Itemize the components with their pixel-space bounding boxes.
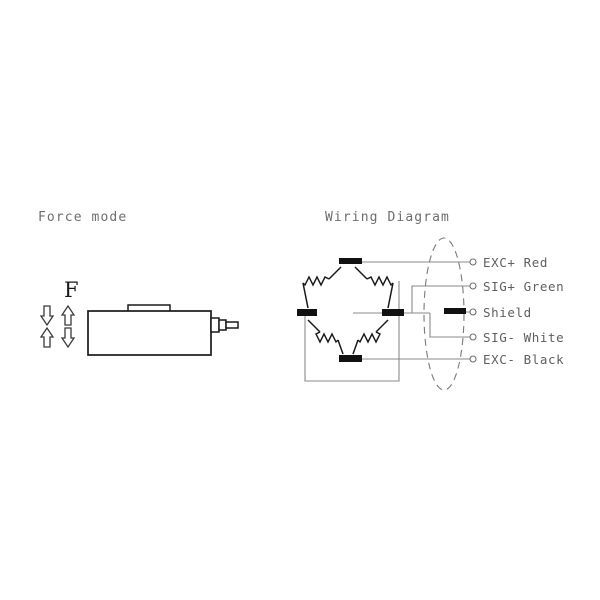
shield-bar-marker (444, 308, 466, 314)
bridge-resistor-bottom-left (307, 319, 344, 355)
terminal-dot-icon[interactable] (469, 282, 477, 290)
up-arrow-icon (60, 304, 76, 326)
bridge-node-top (339, 258, 362, 264)
arrow-bottom-right (60, 327, 76, 349)
up-arrow-icon (39, 326, 55, 348)
terminal-list: EXC+ Red SIG+ Green Shield SIG- White EX (469, 255, 564, 367)
wiring-diagram-panel: Wiring Diagram (297, 210, 564, 391)
connector-collar (218, 319, 227, 331)
force-mode-panel: Force mode F (38, 210, 239, 356)
load-cell-cable-connector (210, 317, 239, 333)
bridge-node-right (382, 309, 404, 316)
connector-stub (225, 321, 239, 329)
bridge-node-bottom (339, 355, 362, 362)
terminal-sig-neg[interactable]: SIG- White (469, 330, 564, 345)
terminal-label: SIG- White (483, 330, 564, 345)
terminal-label: EXC+ Red (483, 255, 548, 270)
terminal-dot-icon[interactable] (469, 333, 477, 341)
down-arrow-icon (60, 327, 76, 349)
connector-flange (210, 317, 220, 333)
force-symbol-label: F (64, 278, 79, 302)
terminal-dot-icon[interactable] (469, 355, 477, 363)
terminal-label: EXC- Black (483, 352, 564, 367)
terminal-dot-icon[interactable] (469, 308, 477, 316)
terminal-label: Shield (483, 305, 532, 320)
bridge-resistor-top-left (302, 266, 342, 309)
arrow-top-right (60, 304, 76, 326)
wiring-diagram-title: Wiring Diagram (325, 210, 450, 225)
terminal-label: SIG+ Green (483, 279, 564, 294)
wire-sig-pos (411, 285, 470, 313)
force-mode-title: Force mode (38, 210, 127, 225)
wire-left-node-return (304, 281, 400, 382)
terminal-exc-pos[interactable]: EXC+ Red (469, 255, 548, 270)
terminal-dot-icon[interactable] (469, 258, 477, 266)
bridge-resistor-top-right (354, 266, 394, 309)
bridge-node-left (297, 309, 317, 316)
down-arrow-icon (39, 305, 55, 327)
wire-sig-neg (429, 313, 470, 338)
terminal-sig-pos[interactable]: SIG+ Green (469, 279, 564, 294)
wheatstone-bridge (297, 258, 404, 362)
terminal-shield[interactable]: Shield (469, 305, 532, 320)
arrow-top-left (39, 305, 55, 327)
load-cell-body (87, 310, 212, 356)
bridge-resistor-bottom-right (352, 319, 389, 355)
terminal-exc-neg[interactable]: EXC- Black (469, 352, 564, 367)
arrow-bottom-left (39, 326, 55, 348)
